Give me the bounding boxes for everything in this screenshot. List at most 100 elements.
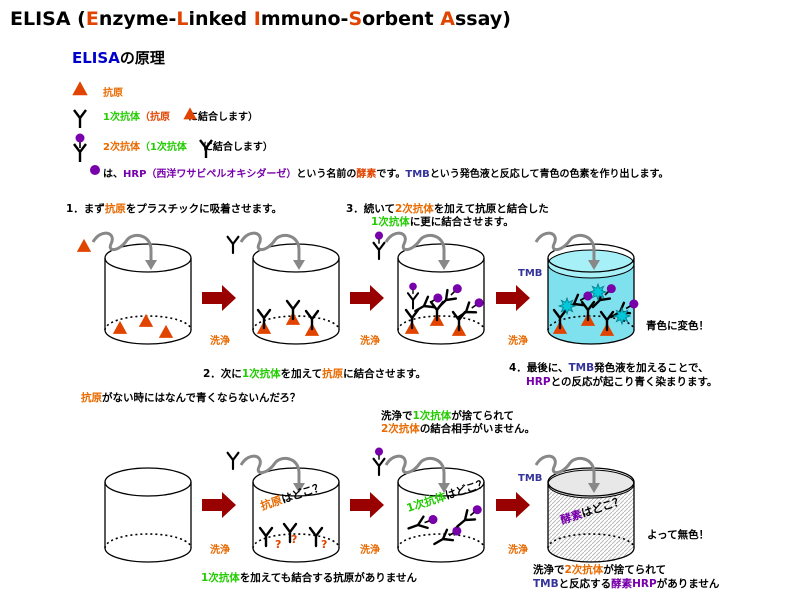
antibody-shape (406, 292, 420, 310)
secondary-antibody-icon (414, 293, 443, 313)
antigen-triangle-icon (76, 238, 92, 252)
antibody-shape (407, 515, 429, 530)
antibody-shape (599, 310, 615, 332)
antibody-shape (414, 295, 436, 313)
hrp-dot-icon (452, 284, 462, 294)
secondary-antibody-icon (372, 231, 386, 261)
dropper-arrow-icon (239, 454, 305, 493)
antibody-shape (456, 301, 478, 319)
primary-antibody-icon (552, 308, 568, 330)
wash-label: 洗浄 (360, 334, 380, 347)
question-mark: ? (321, 538, 327, 551)
dropper-head (293, 483, 305, 493)
secondary-antibody-icon (456, 298, 484, 319)
primary-antibody-icon (304, 309, 320, 331)
tmb-label: TMB (518, 268, 542, 279)
antibody-shape (285, 299, 301, 321)
hrp-link (448, 532, 454, 537)
well-icon (104, 243, 192, 345)
antibody-shape (73, 143, 87, 162)
hrp-dot-icon (409, 282, 417, 291)
dropper-arrow-icon (534, 454, 600, 493)
dropper-head (588, 260, 600, 270)
primary-antibody-icon (256, 308, 272, 330)
well-rim (397, 467, 485, 497)
antibody-shape (433, 528, 455, 546)
dropper-arrow-icon (239, 231, 305, 270)
antigen-triangle-icon (72, 81, 88, 96)
well-rim (252, 243, 340, 273)
well-rim (547, 467, 635, 497)
primary-antibody-icon (308, 526, 324, 548)
dropper-curve (239, 454, 301, 485)
process-arrow-icon (202, 285, 236, 311)
dropper-arrow-icon (91, 231, 157, 270)
secondary-antibody-icon (433, 526, 462, 546)
section-title: ELISAの原理 (72, 49, 165, 67)
antibody-shape (552, 308, 568, 330)
bottom-caption-2: 洗浄で2次抗体が捨てられて (533, 564, 666, 576)
antibody-shape (308, 526, 324, 548)
well-bottom-front (397, 329, 485, 345)
dropper-curve (91, 231, 153, 262)
color-burst-icon (557, 296, 577, 316)
antibody-shape (256, 308, 272, 330)
dropper-curve (384, 231, 446, 262)
antigen-triangle-icon (138, 313, 154, 327)
process-arrow-icon (350, 492, 384, 518)
hrp-link (424, 520, 430, 524)
step4-caption-line2: HRPとの反応が起こり青く染まります。 (526, 376, 718, 388)
question-text: 抗原がない時にはなんで青くならないんだろ？ (81, 392, 301, 404)
antibody-shape (304, 309, 320, 331)
legend-hrp-label: は、HRP（西洋ワサビペルオキシダーゼ）という名前の酵素です。TMBという発色液… (103, 169, 669, 180)
hrp-link (469, 511, 475, 517)
hrp-link (604, 290, 610, 296)
antibody-shape (73, 109, 87, 128)
well-icon (104, 467, 192, 563)
hrp-dot-icon (433, 293, 443, 303)
hrp-dot-icon (583, 291, 593, 301)
antibody-shape (372, 241, 386, 261)
question-mark: ? (291, 533, 297, 546)
well-bottom-back (104, 533, 192, 549)
hrp-dot-icon (474, 298, 484, 308)
secondary-antibody-icon (372, 447, 386, 477)
antibody-shape (456, 509, 477, 528)
antibody-shape (226, 451, 240, 471)
where-antigen-text: 抗原はどこ？ (259, 479, 326, 513)
well-bottom-front (547, 329, 635, 345)
step4-caption-line1: 4．最後に、TMB発色液を加えることで、 (509, 362, 709, 374)
bottom-caption-3: TMBと反応する酵素HRPがありません (533, 578, 720, 590)
step3-caption-line1: 3．続いて2次抗体を加えて抗原と結合した (346, 203, 549, 215)
primary-antibody-icon (404, 308, 420, 330)
antibody-shape (226, 235, 240, 255)
hrp-dot-icon (629, 299, 639, 309)
burst-shape (612, 306, 632, 326)
dropper-arrow-icon (534, 231, 600, 270)
wash-label: 洗浄 (210, 543, 230, 556)
primary-antibody-icon (580, 300, 596, 322)
hrp-link (429, 299, 435, 304)
bottom-note-line2: 2次抗体の結合相手がいません。 (381, 423, 535, 435)
dropper-curve (534, 454, 596, 485)
well-icon (397, 243, 485, 345)
hrp-dot-icon (606, 284, 616, 294)
well-liquid (548, 484, 634, 562)
primary-antibody-icon (258, 526, 274, 548)
process-arrow-icon (202, 492, 236, 518)
dropper-curve (239, 231, 301, 262)
antibody-shape (258, 526, 274, 548)
process-arrow-icon (496, 492, 530, 518)
dropper-curve (384, 454, 446, 485)
wash-label: 洗浄 (360, 543, 380, 556)
hrp-link (625, 305, 631, 310)
well-rim (104, 467, 192, 497)
colorless-label: よって無色！ (647, 529, 710, 541)
dropper-curve (534, 231, 596, 262)
well-bottom-front (397, 547, 485, 563)
well-bottom-front (547, 547, 635, 563)
antigen-triangle-icon (158, 324, 174, 338)
step3-caption-line2: 1次抗体に更に結合させます。 (371, 216, 514, 228)
hrp-dot-icon (374, 231, 384, 240)
